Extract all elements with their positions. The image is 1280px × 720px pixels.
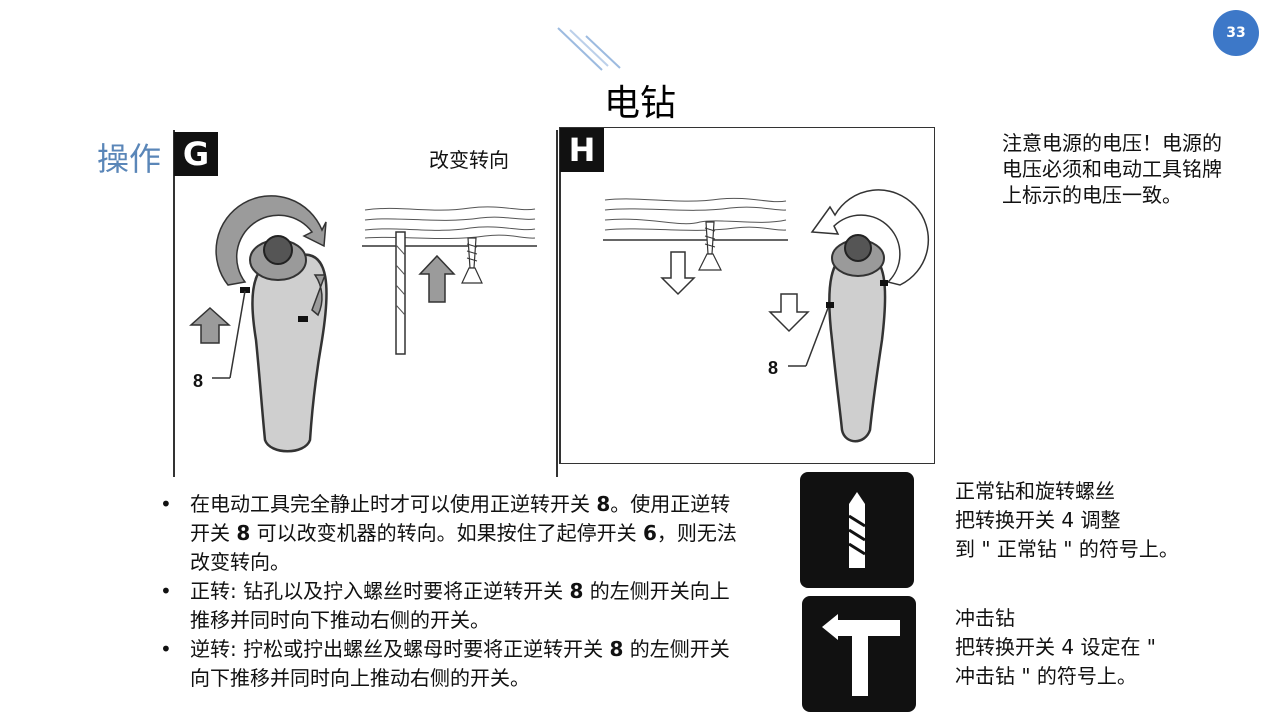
impact-mode-symbol [802,596,916,712]
impact-mode-text: 冲击钻 把转换开关 4 设定在 " 冲击钻 " 的符号上。 [955,606,1156,688]
drill-mode-symbol [800,472,914,588]
instruction-list: 在电动工具完全静止时才可以使用正逆转开关 8。使用正逆转开关 8 可以改变机器的… [160,490,740,693]
list-item: 正转: 钻孔以及拧入螺丝时要将正逆转开关 8 的左侧开关向上推移并同时向下推动右… [160,577,740,635]
screw-g [461,237,483,284]
drill-body-h [826,234,888,443]
down-arrow-icon [660,251,696,296]
up-arrow-icon [189,306,231,344]
decorative-lines [557,27,621,71]
list-item: 逆转: 拧松或拧出螺丝及螺母时要将正逆转开关 8 的左侧开关向下推移并同时向上推… [160,635,740,693]
screw-h [698,221,722,271]
drill-bit-g [395,231,406,355]
drill-illustration: 8 8 [189,189,930,453]
wood-surface-g [364,206,536,240]
figure-g-callout: 8 [193,371,203,391]
up-arrow-icon [418,254,456,303]
drill-body-g [240,235,328,453]
hammer-arrow-icon [822,614,900,696]
list-item: 在电动工具完全静止时才可以使用正逆转开关 8。使用正逆转开关 8 可以改变机器的… [160,490,740,577]
drill-bit-icon [848,492,866,568]
wood-surface-h [604,197,787,231]
figure-h-callout: 8 [768,358,778,378]
page-number-badge: 33 [1213,10,1259,56]
voltage-warning-note: 注意电源的电压！电源的电压必须和电动工具铭牌上标示的电压一致。 [1002,131,1222,207]
page-title: 电钻 [603,83,676,124]
section-label: 操作 [97,140,162,178]
rotation-arrow-g [215,195,327,286]
down-arrow-icon [768,293,810,333]
figure-g-border [556,130,558,477]
figure-g-label: G [174,132,218,176]
figure-h-label: H [560,128,604,172]
figure-h-frame [559,127,935,464]
rotation-arrow-g-lower [311,274,327,317]
figure-g-caption: 改变转向 [429,148,509,172]
drill-mode-text: 正常钻和旋转螺丝 把转换开关 4 调整 到 " 正常钻 " 的符号上。 [955,479,1179,561]
figure-g-border [173,130,175,477]
rotation-arrow-h [810,189,930,286]
